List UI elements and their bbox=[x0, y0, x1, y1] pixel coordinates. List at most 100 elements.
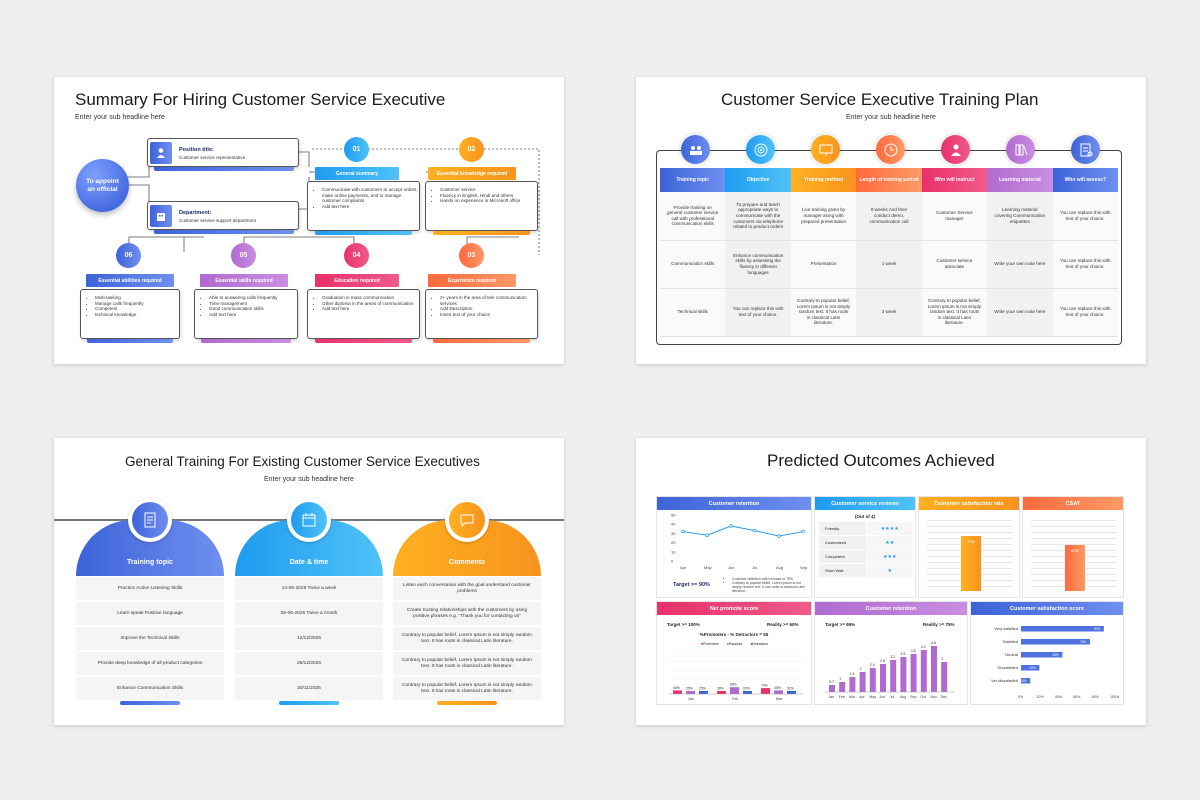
department-bar bbox=[154, 230, 294, 234]
x-tick-label: Apr bbox=[680, 565, 687, 570]
table-cell: Contrary to popular belief, Lorem Ipsum … bbox=[393, 627, 541, 651]
retention-bar bbox=[890, 660, 897, 692]
step-item: Other diploma in the areas of communicat… bbox=[322, 301, 419, 307]
col-header: Objective bbox=[725, 168, 791, 192]
panel-header: Customer retention bbox=[815, 602, 967, 615]
step-card-06: Multi-taskingManage calls frequentlyComp… bbox=[80, 289, 180, 339]
step-bar-06 bbox=[87, 339, 173, 343]
review-label: Customized bbox=[819, 536, 866, 549]
review-stars: ★★★★ bbox=[866, 522, 913, 535]
score-bar bbox=[1021, 626, 1104, 632]
table-cell: 30/11/2025 bbox=[235, 677, 383, 701]
table-cell: Learn speak Positive language bbox=[76, 602, 224, 626]
csat-value: 60% bbox=[1070, 548, 1079, 554]
department-card: Department: Customer service support dep… bbox=[147, 201, 299, 230]
step-item: Customer service bbox=[440, 187, 537, 193]
slide-subtitle: Enter your sub headline here bbox=[264, 476, 354, 483]
col-header: Training topic bbox=[660, 168, 726, 192]
slide-training-plan[interactable]: Customer Service Executive Training Plan… bbox=[636, 77, 1146, 364]
retention-bar-chart: 0.7Jan1Feb1.5Mar2Apr2.4May2.8Jun3.2Jul3.… bbox=[825, 641, 955, 699]
retention-target-2: Target >= 95% bbox=[825, 622, 856, 627]
satisfaction-bar: 72% bbox=[961, 536, 981, 591]
step-card-02: Customer serviceFluency in English, Hind… bbox=[425, 181, 538, 231]
retention-bar bbox=[859, 672, 866, 692]
step-label-03: Experience required bbox=[428, 274, 516, 287]
category-label: Satisfied bbox=[1003, 639, 1018, 644]
bar-label: 4.2 bbox=[921, 645, 926, 649]
review-stars: ★ bbox=[866, 564, 913, 577]
table-cell: Presentation bbox=[790, 240, 857, 289]
department-title: Department: bbox=[179, 210, 212, 216]
instructor-icon bbox=[941, 135, 970, 164]
step-item: Time management bbox=[209, 301, 297, 307]
retention-bar bbox=[900, 657, 907, 692]
x-tick-label: Jul bbox=[752, 565, 757, 570]
review-label: Short Wait bbox=[819, 564, 866, 577]
step-item: Add text here bbox=[209, 312, 297, 318]
bar-label: 4.6 bbox=[931, 641, 936, 645]
x-tick-label: Feb bbox=[839, 695, 845, 699]
step-item: Manage calls frequently bbox=[95, 301, 179, 307]
step-number-01: 01 bbox=[344, 137, 369, 162]
x-tick-label: Jun bbox=[728, 565, 734, 570]
review-row: Short Wait★ bbox=[819, 564, 913, 577]
x-tick-label: 40% bbox=[1055, 695, 1063, 699]
x-tick-label: Sep bbox=[910, 695, 916, 699]
nps-bar bbox=[717, 691, 726, 694]
score-value: 10% bbox=[1020, 679, 1027, 683]
step-number-04: 04 bbox=[344, 243, 369, 268]
nps-label: 15% bbox=[699, 687, 706, 691]
step-card-01: Communicate with customers to accept ord… bbox=[307, 181, 420, 231]
calendar-icon bbox=[287, 498, 331, 542]
table-cell: Provide deep knowledge of all product ca… bbox=[76, 652, 224, 676]
step-card-03: 2+ years in the area of tele communicati… bbox=[425, 289, 538, 339]
y-tick-label: 30 bbox=[671, 531, 676, 536]
retention-note: Contrary to popular belief, Lorem Ipsum … bbox=[732, 581, 809, 593]
table-cell: You can replace this with text of your c… bbox=[1052, 192, 1118, 241]
position-title: Position title: bbox=[179, 147, 214, 153]
step-label-01: General summary bbox=[315, 167, 399, 180]
step-label-02: Essential knowledge required bbox=[428, 167, 516, 180]
step-item: Competent bbox=[95, 306, 179, 312]
step-card-05: Able to answering calls frequentlyTime m… bbox=[194, 289, 298, 339]
x-tick-label: Apr bbox=[859, 695, 865, 699]
slide-title: Summary For Hiring Customer Service Exec… bbox=[75, 90, 446, 109]
score-value: 45% bbox=[1052, 653, 1059, 657]
retention-bar bbox=[880, 664, 886, 692]
table-cell: Provide training on general customer ser… bbox=[660, 192, 726, 241]
panel-header: CSAT bbox=[1023, 497, 1123, 510]
table-cell: Enhance communication skills by assessin… bbox=[725, 240, 791, 289]
table-cell: Live training given by manager along wit… bbox=[790, 192, 857, 241]
panel-satisfaction-score: Customer satisfaction score Very satisfi… bbox=[970, 601, 1124, 705]
bar-label: 1 bbox=[839, 677, 841, 681]
retention-reality-2: Reality >= 75% bbox=[923, 622, 955, 627]
score-value: 90% bbox=[1094, 627, 1101, 631]
table-cell: You can replace this with text of your c… bbox=[1052, 288, 1118, 337]
table-cell: Contrary to popular belief, Lorem Ipsum … bbox=[921, 288, 988, 337]
bar-label: 1.5 bbox=[849, 672, 854, 676]
score-bar bbox=[1021, 652, 1063, 658]
table-cell: 14-08-2025 Twice a week bbox=[235, 577, 383, 601]
nps-bar bbox=[673, 690, 682, 694]
slide-general-training[interactable]: General Training For Existing Customer S… bbox=[54, 438, 564, 725]
table-cell: 8 weeks And their conduct demo, communic… bbox=[856, 192, 922, 241]
step-item: 2+ years in the area of tele communicati… bbox=[440, 295, 537, 306]
table-cell: Learning material covering Communication… bbox=[987, 192, 1053, 241]
slide-hiring-summary[interactable]: Summary For Hiring Customer Service Exec… bbox=[54, 77, 564, 364]
nps-bar bbox=[787, 691, 796, 694]
table-cell: Customer Service manager bbox=[921, 192, 988, 241]
assessment-icon bbox=[1071, 135, 1100, 164]
x-tick-label: Jun bbox=[880, 695, 886, 699]
category-label: Very satisfied bbox=[994, 626, 1018, 631]
x-tick-label: Jul bbox=[890, 695, 895, 699]
step-label-06: Essential abilities required bbox=[86, 274, 174, 287]
review-label: Friendly bbox=[819, 522, 866, 535]
data-point bbox=[801, 529, 805, 534]
slide-predicted-outcomes[interactable]: Predicted Outcomes Achieved Customer ret… bbox=[636, 438, 1146, 725]
appoint-official-circle: To appoint an official bbox=[76, 159, 129, 212]
bar-label: 0.7 bbox=[829, 680, 834, 684]
nps-formula: %Promoters - % Detractors = 55 bbox=[699, 632, 769, 637]
panel-header: Customer service reviews bbox=[815, 497, 915, 510]
data-point bbox=[753, 528, 757, 533]
x-tick-label: May bbox=[704, 565, 712, 570]
